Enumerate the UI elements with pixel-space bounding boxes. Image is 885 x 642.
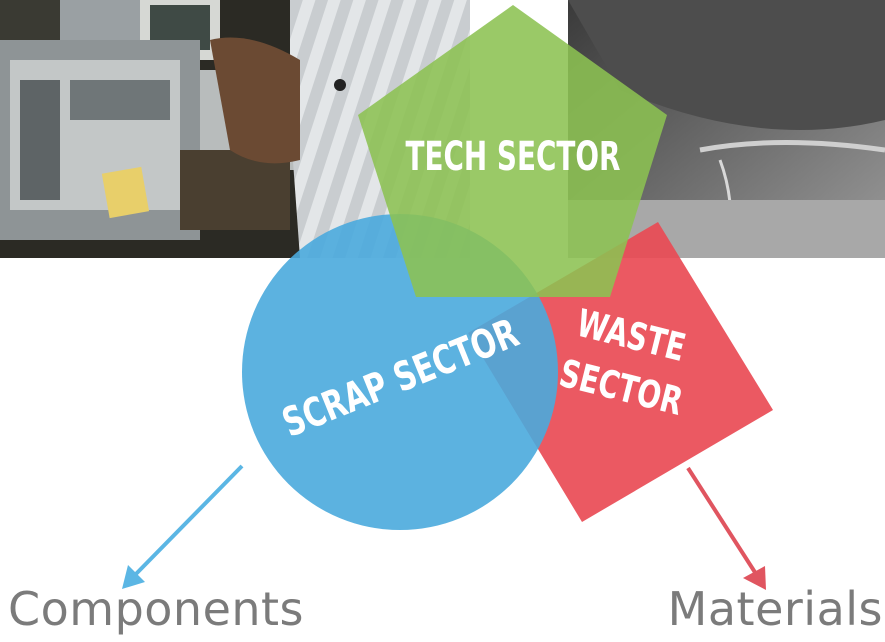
materials-label: Materials <box>667 582 883 636</box>
components-label: Components <box>8 582 305 636</box>
components-arrow <box>122 464 244 589</box>
tech-sector-shape <box>358 5 667 297</box>
materials-arrow <box>686 466 766 590</box>
workshop-photo <box>0 0 470 258</box>
tech-sector-label: TECH SECTOR <box>406 134 621 180</box>
